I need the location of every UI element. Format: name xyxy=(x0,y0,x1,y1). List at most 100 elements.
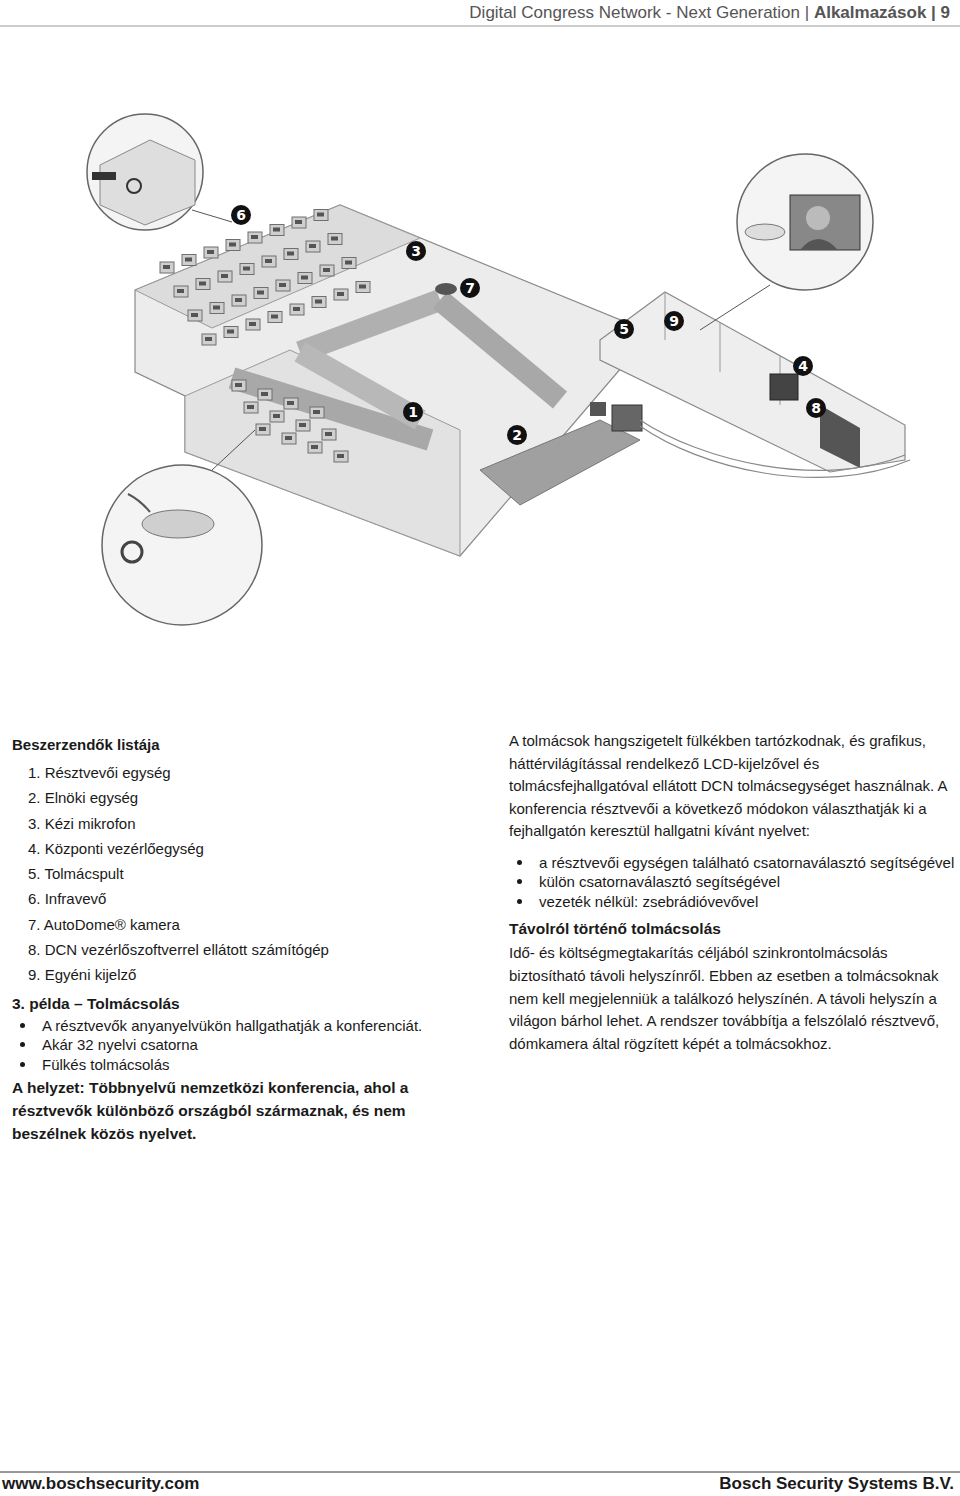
seat xyxy=(224,327,238,338)
callout-number: 6 xyxy=(231,205,251,225)
seat xyxy=(240,264,254,275)
seat xyxy=(174,286,188,297)
seat xyxy=(320,265,334,276)
page-header: Digital Congress Network - Next Generati… xyxy=(469,3,950,23)
central-unit xyxy=(770,374,798,400)
list-item: 6. Infravevő xyxy=(12,886,452,911)
seat-unit xyxy=(257,291,264,295)
seat xyxy=(202,334,216,345)
seat xyxy=(226,240,240,251)
footer-rule xyxy=(0,1472,960,1473)
seat-unit xyxy=(315,300,322,304)
cable xyxy=(640,420,910,477)
seat-unit xyxy=(271,315,278,319)
bullet-dot xyxy=(517,879,522,884)
bullet-text: Fülkés tolmácsolás xyxy=(42,1055,452,1075)
seat xyxy=(270,411,284,422)
seat xyxy=(160,262,174,273)
seat xyxy=(310,407,324,418)
callout-number: 4 xyxy=(793,356,813,376)
seat xyxy=(314,210,328,221)
callout-number: 8 xyxy=(806,398,826,418)
seat-unit xyxy=(323,268,330,272)
seat xyxy=(256,424,270,435)
callout-disc xyxy=(460,278,480,298)
seat xyxy=(258,389,272,400)
list-item: 1. Résztvevői egység xyxy=(12,760,452,785)
list-item: 9. Egyéni kijelző xyxy=(12,962,452,987)
bullet-item: A résztvevők anyanyelvükön hallgathatják… xyxy=(12,1016,452,1036)
seat-unit xyxy=(309,244,316,248)
callout-disc xyxy=(507,425,527,445)
section-heading: 3. példa – Tolmácsolás xyxy=(12,993,452,1015)
seat-unit xyxy=(337,454,344,458)
list-item: 2. Elnöki egység xyxy=(12,785,452,810)
dome-camera xyxy=(435,283,457,295)
seat-unit xyxy=(229,243,236,247)
seat-unit xyxy=(205,337,212,341)
seat xyxy=(254,288,268,299)
seat-unit xyxy=(287,252,294,256)
header-section: Alkalmazások | 9 xyxy=(814,3,950,23)
seat-unit xyxy=(273,228,280,232)
chair-table xyxy=(480,420,640,505)
seat xyxy=(218,271,232,282)
bullet-text: a résztvevői egységen található csatorna… xyxy=(539,853,957,873)
right-column: A tolmácsok hangszigetelt fülkékben tart… xyxy=(509,730,957,1055)
callout-disc xyxy=(793,356,813,376)
section-heading: Távolról történő tolmácsolás xyxy=(509,918,957,940)
seat xyxy=(188,310,202,321)
callout-number: 1 xyxy=(403,402,423,422)
seat xyxy=(282,433,296,444)
seat-unit xyxy=(261,392,268,396)
seat-group xyxy=(160,210,370,463)
bullet-text: külön csatornaválasztó segítségével xyxy=(539,872,957,892)
seat xyxy=(342,258,356,269)
seat-unit xyxy=(345,261,352,265)
callout-disc xyxy=(406,241,426,261)
seat xyxy=(262,256,276,267)
bullet-dot xyxy=(20,1042,25,1047)
seat-unit xyxy=(249,322,256,326)
inset-circle xyxy=(102,465,262,625)
seat-unit xyxy=(177,289,184,293)
seat xyxy=(232,295,246,306)
interpreter-desk xyxy=(745,224,785,240)
bullet-dot xyxy=(20,1023,25,1028)
seat xyxy=(308,442,322,453)
receiver xyxy=(92,172,116,180)
seat xyxy=(334,289,348,300)
header-title: Digital Congress Network - Next Generati… xyxy=(469,3,814,23)
seat-unit xyxy=(317,213,324,217)
booth-row xyxy=(600,292,905,472)
bullet-item: Fülkés tolmácsolás xyxy=(12,1055,452,1075)
headphone xyxy=(127,179,141,193)
seat-unit xyxy=(279,283,286,287)
seat-unit xyxy=(163,265,170,269)
seat xyxy=(334,451,348,462)
rack xyxy=(612,405,642,431)
callout-disc xyxy=(403,402,423,422)
seat-unit xyxy=(259,427,266,431)
seat-unit xyxy=(265,259,272,263)
callout-disc xyxy=(806,398,826,418)
seat-unit xyxy=(293,307,300,311)
seat xyxy=(284,249,298,260)
seat xyxy=(270,225,284,236)
bullet-item: külön csatornaválasztó segítségével xyxy=(509,872,957,892)
seat xyxy=(292,217,306,228)
seat xyxy=(204,247,218,258)
seat xyxy=(298,273,312,284)
monitor-screen xyxy=(790,195,860,250)
seat-unit xyxy=(243,267,250,271)
seating-tier xyxy=(135,205,420,328)
seat xyxy=(276,280,290,291)
body-paragraph: A tolmácsok hangszigetelt fülkékben tart… xyxy=(509,730,957,843)
header-rule xyxy=(0,26,960,27)
situation-text: A helyzet: Többnyelvű nemzetközi konfere… xyxy=(12,1076,452,1145)
leader-line xyxy=(212,430,255,470)
seat xyxy=(232,380,246,391)
inset-circle xyxy=(737,154,873,290)
bullet-text: vezeték nélkül: zsebrádióvevővel xyxy=(539,892,957,912)
seat-unit xyxy=(337,292,344,296)
